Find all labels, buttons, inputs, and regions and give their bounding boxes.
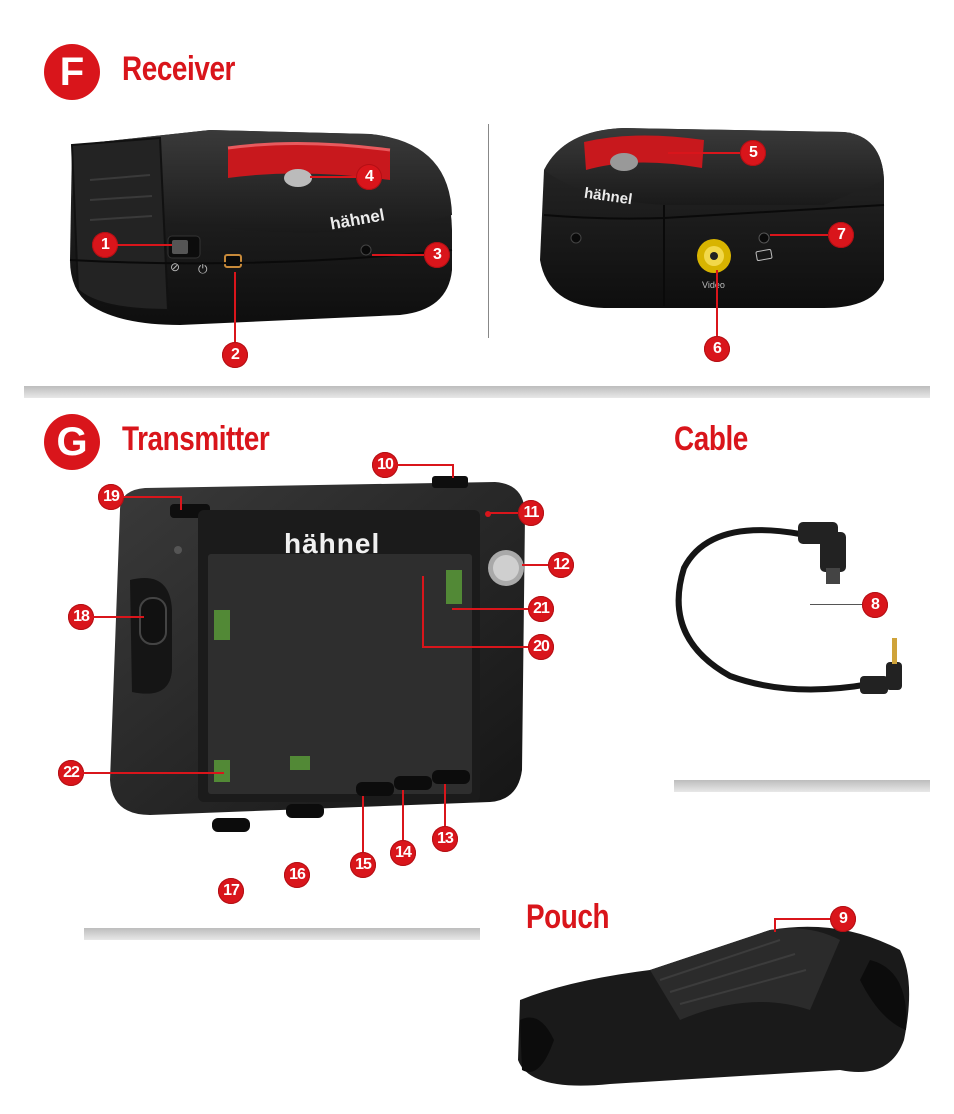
callout-20: 20 <box>528 634 554 660</box>
callout-6: 6 <box>704 336 730 362</box>
cable-title: Cable <box>674 420 748 458</box>
leader-13 <box>444 784 446 826</box>
receiver-view-divider <box>488 124 489 338</box>
section-divider-receiver <box>24 386 930 398</box>
leader-7 <box>770 234 828 236</box>
pouch-image <box>518 926 910 1086</box>
receiver-front-image <box>69 130 453 325</box>
video-jack-label: Video <box>702 280 725 290</box>
callout-12: 12 <box>548 552 574 578</box>
leader-10a <box>396 464 452 466</box>
section-g-badge: G <box>44 414 100 470</box>
leader-20a <box>422 646 528 648</box>
callout-9: 9 <box>830 906 856 932</box>
leader-22 <box>82 772 224 774</box>
leader-11 <box>490 512 518 514</box>
cable-image <box>675 522 902 694</box>
leader-18 <box>92 616 144 618</box>
section-divider-cable <box>674 780 930 792</box>
receiver-title: Receiver <box>122 50 235 88</box>
leader-21 <box>452 608 528 610</box>
transmitter-brand: hähnel <box>284 528 381 559</box>
leader-20b <box>422 576 424 646</box>
leader-9b <box>774 918 776 932</box>
callout-15: 15 <box>350 852 376 878</box>
leader-6 <box>716 270 718 336</box>
callout-13: 13 <box>432 826 458 852</box>
section-f-badge: F <box>44 44 100 100</box>
callout-8: 8 <box>862 592 888 618</box>
callout-3: 3 <box>424 242 450 268</box>
callout-19: 19 <box>98 484 124 510</box>
leader-2 <box>234 272 236 342</box>
callout-4: 4 <box>356 164 382 190</box>
callout-11: 11 <box>518 500 544 526</box>
leader-1 <box>116 244 172 246</box>
leader-9a <box>774 918 830 920</box>
leader-4 <box>310 176 356 178</box>
leader-10b <box>452 464 454 478</box>
callout-22: 22 <box>58 760 84 786</box>
section-divider-transmitter <box>84 928 480 940</box>
leader-12 <box>522 564 548 566</box>
callout-14: 14 <box>390 840 416 866</box>
leader-19b <box>180 496 182 510</box>
callout-17: 17 <box>218 878 244 904</box>
callout-2: 2 <box>222 342 248 368</box>
receiver-back-image <box>540 128 885 308</box>
leader-14 <box>402 790 404 840</box>
leader-3 <box>372 254 424 256</box>
callout-7: 7 <box>828 222 854 248</box>
callout-5: 5 <box>740 140 766 166</box>
callout-16: 16 <box>284 862 310 888</box>
callout-1: 1 <box>92 232 118 258</box>
transmitter-title: Transmitter <box>122 420 270 458</box>
pouch-title: Pouch <box>526 898 610 936</box>
leader-19a <box>122 496 180 498</box>
leader-15 <box>362 796 364 852</box>
leader-5 <box>668 152 740 154</box>
power-icon: ⏻ <box>198 262 208 276</box>
lock-icon: ⊘ <box>170 260 181 274</box>
callout-21: 21 <box>528 596 554 622</box>
callout-10: 10 <box>372 452 398 478</box>
transmitter-image <box>110 476 525 832</box>
leader-8 <box>810 604 862 605</box>
callout-18: 18 <box>68 604 94 630</box>
